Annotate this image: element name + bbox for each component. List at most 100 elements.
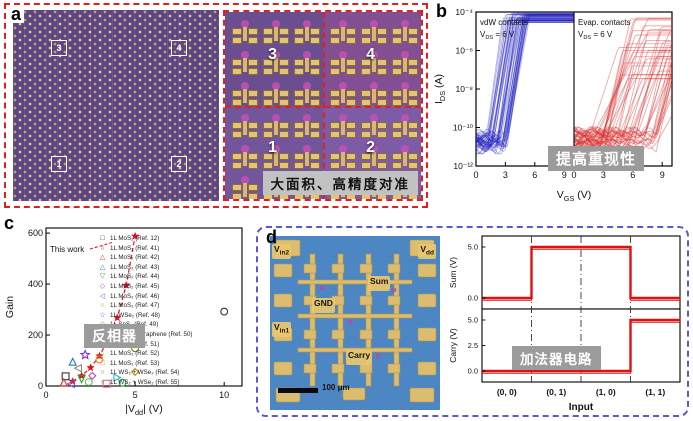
transfer-curve (574, 30, 672, 147)
legend-marker: ◇ (99, 282, 106, 290)
transfer-curve (476, 18, 574, 153)
zoom-region-number: 1 (268, 139, 278, 157)
device-channel-dot (339, 51, 347, 59)
device-unit (232, 113, 258, 138)
device-pad (392, 161, 402, 169)
transfer-curve (574, 29, 672, 143)
transfer-curve (476, 21, 574, 151)
transfer-curve (574, 56, 672, 143)
device-channel-dot (272, 144, 280, 153)
transfer-curve (574, 74, 672, 145)
device-pad (361, 37, 371, 44)
chip-pad (417, 293, 437, 308)
chip-dot (391, 287, 397, 293)
device-pad (294, 161, 304, 169)
transfer-curve (476, 14, 574, 148)
transfer-curve (476, 16, 574, 143)
chip-device (303, 263, 317, 274)
legend-label: 1L MoS₂ (Ref. 45) (110, 282, 160, 290)
device-pad (232, 68, 242, 75)
transfer-curve (574, 59, 672, 138)
array-region-number: 3 (56, 43, 62, 53)
transfer-curve (476, 20, 574, 146)
transfer-curve (476, 17, 574, 148)
device-pad (392, 68, 402, 75)
device-channel-dot (303, 51, 311, 59)
device-pad (232, 130, 242, 138)
transfer-curve (476, 20, 574, 155)
legend-label: 1L MoS₂ (Ref. 47) (110, 302, 160, 310)
transfer-curve (574, 46, 672, 138)
device-channel-dot (272, 113, 280, 122)
legend-label: 1L MoS₂ + graphene (Ref. 50) (110, 330, 193, 338)
legend-item: □1L MoS₂ (Ref. 12) (98, 234, 246, 244)
chip-label-vin1: Vin1 (272, 322, 292, 337)
legend-marker: ▽ (99, 273, 106, 281)
Sum (V)-trace-echo (482, 248, 680, 301)
chip-trace (337, 253, 344, 387)
ref-marker-diamond (88, 371, 97, 380)
device-pad (392, 121, 402, 129)
panel-a-caption: 大面积、高精度对准 (262, 171, 418, 195)
x-axis-title: Input (569, 402, 594, 413)
transfer-curve (574, 19, 672, 150)
chip-circuit-image (270, 236, 440, 410)
device-pad (279, 161, 289, 169)
legend-item: ◁1L MoS₂ (Ref. 46) (98, 292, 246, 302)
transfer-curve (574, 49, 672, 141)
device-channel-dot (272, 20, 280, 28)
panel-d-caption: 加法器电路 (512, 346, 601, 370)
device-unit (232, 144, 258, 169)
device-pad (408, 90, 418, 97)
device-unit (263, 20, 289, 44)
device-pad (330, 28, 340, 35)
zoom-quadrant-2: 2 (323, 105, 421, 199)
transfer-curve (476, 19, 574, 139)
transfer-curve (574, 97, 672, 137)
legend-marker: ◁ (99, 292, 106, 300)
device-pad (310, 130, 320, 138)
transfer-curve (574, 25, 672, 145)
array-region-number: 4 (176, 43, 182, 53)
transfer-curve (476, 22, 574, 154)
chip-device (331, 263, 345, 274)
transfer-curve (476, 14, 574, 141)
device-unit (361, 82, 387, 106)
device-pad (361, 28, 371, 35)
chip-trace (309, 253, 316, 387)
legend-label: 1L MoS₂ (Ref. 12) (110, 235, 160, 242)
device-unit (232, 51, 258, 75)
transfer-curve (574, 83, 672, 146)
transfer-curve (574, 71, 672, 148)
y-tick-label: 10⁻¹⁰ (453, 123, 474, 133)
chip-device (331, 363, 345, 374)
device-pad (377, 28, 387, 35)
chip-device (359, 363, 373, 374)
legend-label: 1L MoS₂ (Ref. 41) (110, 244, 160, 252)
x-tick-label: 6 (630, 170, 635, 180)
device-unit (294, 144, 320, 169)
device-channel-dot (401, 113, 409, 122)
transfer-curve (574, 72, 672, 138)
chip-device (387, 295, 401, 306)
device-channel-dot (339, 113, 347, 122)
transfer-curve (574, 74, 672, 142)
device-pad (310, 28, 320, 35)
y-tick-label: 10⁻⁴ (455, 7, 473, 17)
ref-marker-square (61, 372, 70, 381)
legend-item: △1L MoS₂ (Ref. 43) (98, 263, 246, 273)
device-pad (232, 121, 242, 129)
device-pad (408, 59, 418, 66)
transfer-curve (476, 17, 574, 146)
device-pad (310, 99, 320, 106)
transfer-curve (476, 19, 574, 146)
device-pad (392, 130, 402, 138)
device-pad (294, 99, 304, 106)
device-pad (248, 130, 258, 138)
device-channel-dot (401, 144, 409, 153)
ref-marker-circle (118, 378, 127, 387)
device-pad (310, 90, 320, 97)
this-work-star (131, 231, 140, 240)
ref-marker-diamond (130, 367, 140, 377)
